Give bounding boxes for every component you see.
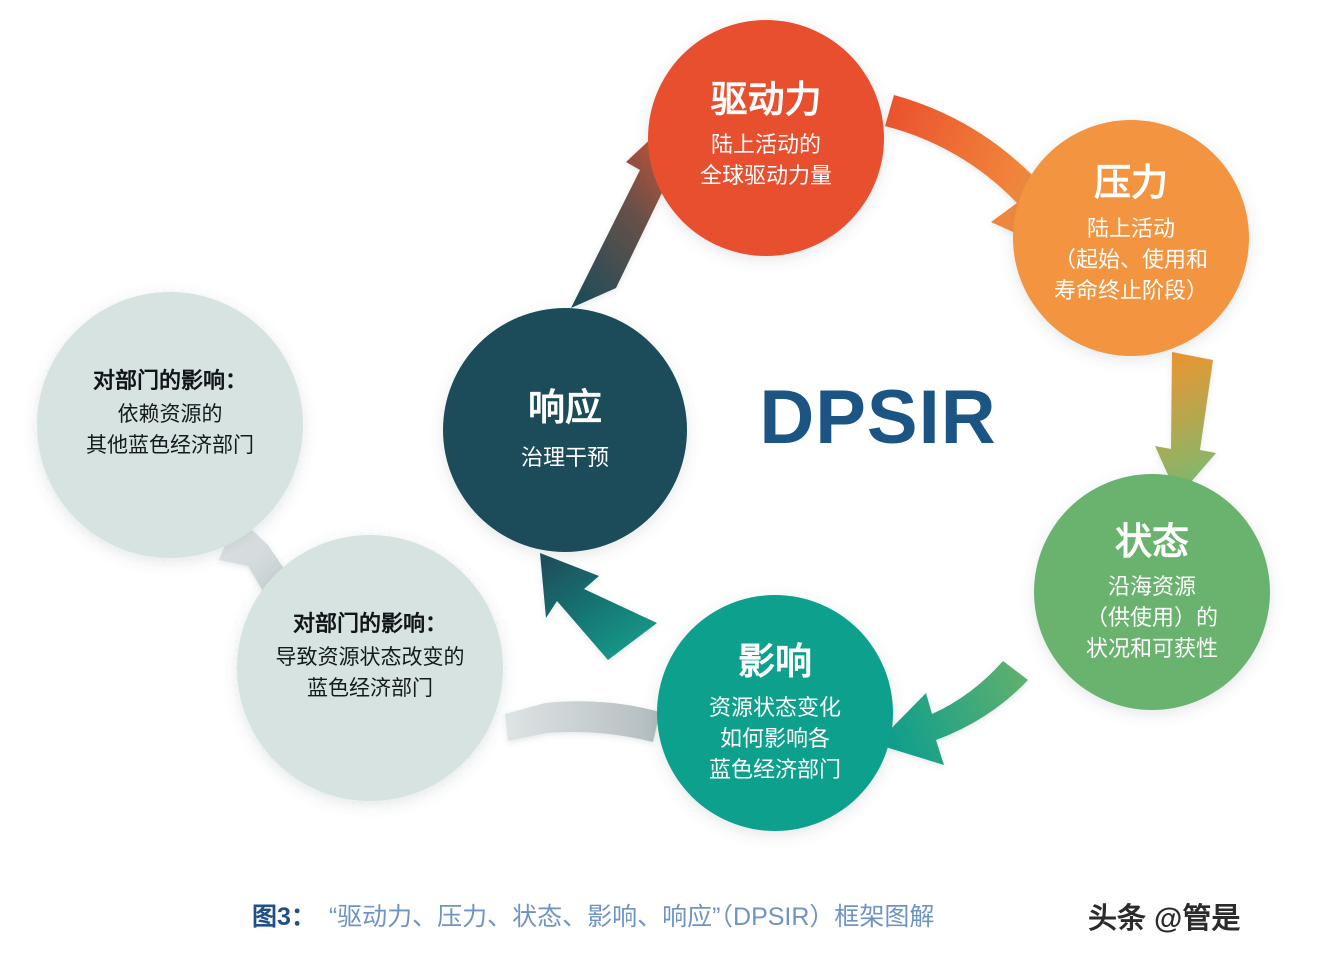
driving-force-line-2: 全球驱动力量 [700,163,832,188]
impact-title: 影响 [738,641,812,682]
node-driving-force: 驱动力 陆上活动的 全球驱动力量 [648,20,884,256]
node-pressure: 压力 陆上活动 （起始、使用和 寿命终止阶段） [1013,120,1249,356]
state-title: 状态 [1115,521,1189,562]
sector-upper-line-1: 依赖资源的 [118,403,223,426]
driving-force-circle [648,20,884,256]
sector-upper-title: 对部门的影响： [93,368,247,393]
response-title: 响应 [528,387,602,428]
pressure-line-1: 陆上活动 [1087,216,1175,241]
sector-lower-circle [237,535,503,801]
caption-prefix: 图3： [252,903,316,931]
arrow-impact-to-response [540,553,657,660]
figure-caption: 图3： “驱动力、压力、状态、影响、响应”（DPSIR）框架图解 [252,903,934,931]
sector-upper-circle [37,292,303,558]
pressure-line-2: （起始、使用和 [1054,247,1208,272]
state-circle [1034,474,1270,710]
response-line-1: 治理干预 [521,445,609,470]
center-label-dpsir: DPSIR [759,375,996,460]
sector-lower-line-1: 导致资源状态改变的 [276,646,465,669]
caption-rest: “驱动力、压力、状态、影响、响应”（DPSIR）框架图解 [329,903,935,931]
arrow-impact-to-sector-lower [505,701,660,742]
node-impact: 影响 资源状态变化 如何影响各 蓝色经济部门 [657,595,893,831]
impact-line-3: 蓝色经济部门 [709,757,841,782]
impact-circle [657,595,893,831]
pressure-title: 压力 [1094,162,1168,203]
response-circle [443,308,687,552]
state-line-3: 状况和可获性 [1086,636,1218,661]
driving-force-line-1: 陆上活动的 [711,132,821,157]
pressure-circle [1013,120,1249,356]
impact-line-2: 如何影响各 [720,726,830,751]
node-state: 状态 沿海资源 （供使用）的 状况和可获性 [1034,474,1270,710]
state-line-1: 沿海资源 [1108,574,1196,599]
state-line-2: （供使用）的 [1086,605,1218,630]
sector-lower-line-2: 蓝色经济部门 [307,677,433,700]
node-response: 响应 治理干预 [443,308,687,552]
sector-node-lower: 对部门的影响： 导致资源状态改变的 蓝色经济部门 [237,535,503,801]
svg-text:图3： “驱动力、压力、状态、影响、响应”（DP: 图3： “驱动力、压力、状态、影响、响应”（DPSIR）框架图解 [252,903,934,931]
sector-node-upper: 对部门的影响： 依赖资源的 其他蓝色经济部门 [37,292,303,558]
arrow-state-to-impact [876,661,1028,765]
driving-force-title: 驱动力 [711,79,822,120]
sector-lower-title: 对部门的影响： [293,611,447,636]
arrow-pressure-to-state [1155,352,1216,497]
watermark-label: 头条 @管是 [1088,901,1240,935]
pressure-line-3: 寿命终止阶段） [1054,278,1208,303]
sector-upper-line-2: 其他蓝色经济部门 [86,434,254,457]
impact-line-1: 资源状态变化 [709,695,841,720]
